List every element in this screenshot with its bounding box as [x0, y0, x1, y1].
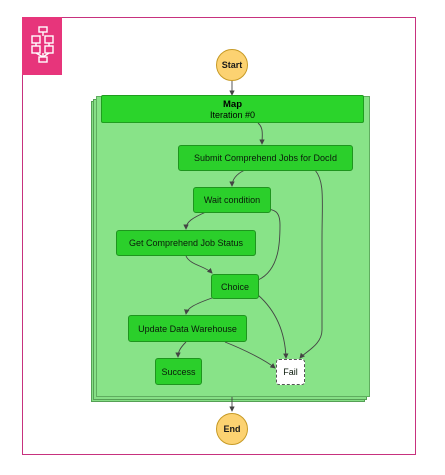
edge-submit-fail [299, 169, 323, 359]
map-title: Map [223, 99, 242, 110]
start-node[interactable]: Start [216, 49, 248, 81]
end-node[interactable]: End [216, 413, 248, 445]
state-label: Update Data Warehouse [138, 323, 237, 334]
edge-update-fail [224, 341, 276, 369]
state-update-data-warehouse[interactable]: Update Data Warehouse [128, 315, 247, 342]
state-label: Success [161, 366, 196, 377]
edge-map-submit [257, 122, 265, 145]
state-fail[interactable]: Fail [276, 359, 305, 385]
edge-submit-wait [229, 169, 246, 187]
workflow-frame [22, 17, 416, 455]
state-get-comprehend-job-status[interactable]: Get Comprehend Job Status [116, 230, 256, 256]
state-submit-comprehend-jobs[interactable]: Submit Comprehend Jobs for DocId [178, 145, 353, 171]
map-iteration-label: Iteration #0 [209, 110, 256, 120]
state-label: Wait condition [203, 195, 261, 205]
edge-wait-get [183, 211, 207, 230]
map-header[interactable]: Map Iteration #0 [101, 95, 364, 123]
state-choice[interactable]: Choice [211, 274, 259, 299]
edge-get-choice [185, 255, 213, 274]
edge-choice-wait [257, 206, 281, 281]
start-label: Start [221, 60, 243, 70]
state-label: Fail [283, 367, 298, 377]
state-wait-condition[interactable]: Wait condition [193, 187, 271, 213]
step-functions-icon [22, 17, 62, 75]
state-label: Get Comprehend Job Status [128, 238, 244, 248]
edge-choice-fail [257, 294, 289, 359]
state-label: Submit Comprehend Jobs for DocId [193, 153, 338, 163]
edge-update-success [175, 341, 187, 358]
state-success[interactable]: Success [155, 358, 202, 385]
end-label: End [223, 424, 241, 434]
edge-choice-update [184, 297, 213, 315]
state-label: Choice [220, 281, 249, 292]
